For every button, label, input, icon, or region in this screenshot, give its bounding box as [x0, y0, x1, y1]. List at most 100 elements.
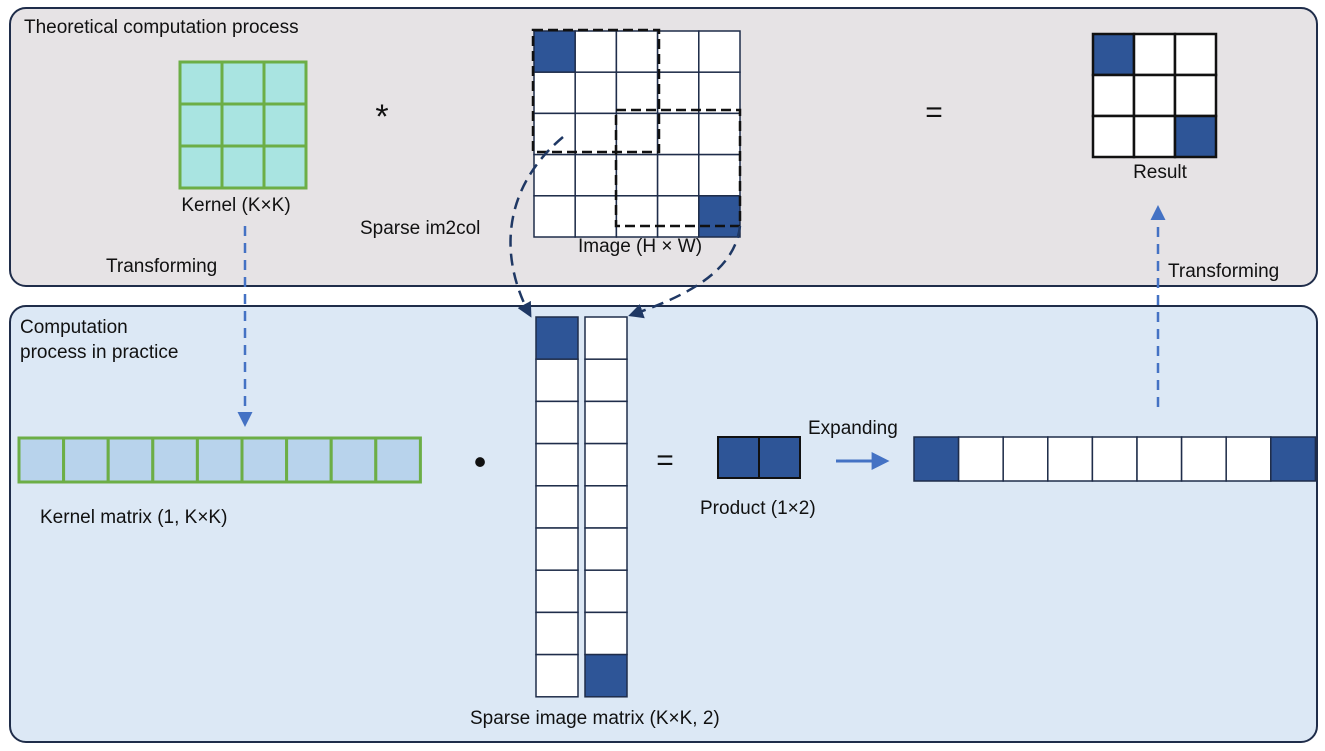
sparse-image-matrix — [535, 316, 628, 698]
bottom-panel-title-line2: process in practice — [20, 342, 178, 363]
image-cell — [656, 153, 700, 197]
expanded-cell — [1225, 436, 1272, 482]
image-label: Image (H × W) — [578, 236, 702, 257]
sparse-cell — [535, 485, 579, 529]
expanded-row — [913, 436, 1317, 482]
kernel-cell — [220, 144, 266, 190]
sparse-image-matrix-label: Sparse image matrix (K×K, 2) — [470, 708, 720, 729]
kernel-cell — [262, 144, 308, 190]
result-cell — [1173, 32, 1218, 77]
result-cell — [1132, 114, 1177, 159]
expanded-cell-highlighted — [1270, 436, 1317, 482]
image-cell-highlighted — [533, 30, 576, 73]
image-grid — [533, 30, 741, 238]
transforming-right-label: Transforming — [1168, 261, 1279, 282]
product-cell — [758, 436, 801, 479]
sparse-cell — [584, 569, 628, 614]
product-matrix — [717, 436, 801, 479]
expanded-cell — [1002, 436, 1049, 482]
image-cell — [615, 71, 659, 115]
result-cell-highlighted — [1091, 32, 1136, 77]
result-cell — [1132, 73, 1177, 118]
image-cell — [656, 112, 700, 156]
image-cell — [574, 153, 618, 197]
image-cell — [615, 195, 659, 238]
result-cell — [1091, 114, 1136, 159]
image-cell — [656, 30, 700, 73]
kernel-grid — [178, 60, 308, 190]
sparse-cell — [535, 527, 579, 571]
image-cell — [574, 112, 618, 156]
image-cell — [698, 153, 741, 197]
sparse-cell — [535, 442, 579, 487]
sparse-cell-highlighted — [535, 316, 579, 360]
image-cell-highlighted — [698, 195, 741, 238]
product-label: Product (1×2) — [700, 498, 816, 519]
image-cell — [698, 112, 741, 156]
sparse-cell — [584, 527, 628, 571]
kernel-label: Kernel (K×K) — [181, 195, 290, 216]
image-cell — [656, 71, 700, 115]
sparse-cell — [535, 611, 579, 656]
sparse-cell — [535, 569, 579, 614]
sparse-cell — [535, 400, 579, 445]
kernel-matrix-cell — [151, 436, 199, 484]
kernel-matrix-cell — [195, 436, 244, 484]
kernel-cell — [262, 102, 308, 148]
result-cell — [1091, 73, 1136, 118]
image-cell — [533, 71, 576, 115]
result-label: Result — [1133, 162, 1188, 183]
result-grid — [1091, 32, 1218, 159]
kernel-matrix — [17, 436, 422, 484]
kernel-cell — [220, 102, 266, 148]
sparse-im2col-label: Sparse im2col — [360, 218, 480, 239]
im2col-arrow-left — [509, 136, 564, 318]
image-cell — [574, 71, 618, 115]
equals-bottom: = — [656, 444, 674, 477]
window-top-left — [531, 28, 661, 154]
result-cell — [1173, 73, 1218, 118]
image-cell — [574, 195, 618, 238]
image-cell — [533, 195, 576, 238]
image-cell — [698, 30, 741, 73]
image-cell — [656, 195, 700, 238]
transforming-left-label: Transforming — [106, 256, 217, 277]
kernel-matrix-label: Kernel matrix (1, K×K) — [40, 507, 227, 528]
expanded-cell-highlighted — [913, 436, 960, 482]
product-cell — [717, 436, 760, 479]
image-cell — [615, 112, 659, 156]
image-cell — [615, 30, 659, 73]
expanded-cell — [1136, 436, 1183, 482]
result-cell-highlighted — [1173, 114, 1218, 159]
kernel-matrix-cell — [62, 436, 110, 484]
kernel-cell — [178, 144, 224, 190]
kernel-matrix-cell — [240, 436, 289, 484]
bottom-panel — [9, 305, 1318, 743]
expanded-cell — [1091, 436, 1138, 482]
convolution-operator: * — [375, 98, 388, 136]
sparse-cell — [584, 611, 628, 656]
sparse-cell — [584, 442, 628, 487]
dot-operator: • — [474, 441, 487, 482]
result-cell — [1132, 32, 1177, 77]
kernel-matrix-cell — [329, 436, 378, 484]
im2col-arrow-right — [628, 225, 742, 319]
expanding-label: Expanding — [808, 418, 898, 439]
expanded-cell — [1180, 436, 1227, 482]
kernel-cell — [178, 60, 224, 106]
kernel-matrix-cell — [285, 436, 333, 484]
kernel-cell — [178, 102, 224, 148]
kernel-matrix-cell — [374, 436, 422, 484]
kernel-cell — [262, 60, 308, 106]
sparse-cell — [584, 485, 628, 529]
sparse-cell — [584, 316, 628, 360]
sparse-cell — [584, 358, 628, 403]
sparse-cell-highlighted — [584, 653, 628, 698]
kernel-matrix-cell — [17, 436, 66, 484]
bottom-panel-title-line1: Computation — [20, 317, 128, 338]
equals-top: = — [925, 96, 943, 129]
sparse-cell — [535, 653, 579, 698]
image-cell — [574, 30, 618, 73]
expanded-cell — [957, 436, 1004, 482]
